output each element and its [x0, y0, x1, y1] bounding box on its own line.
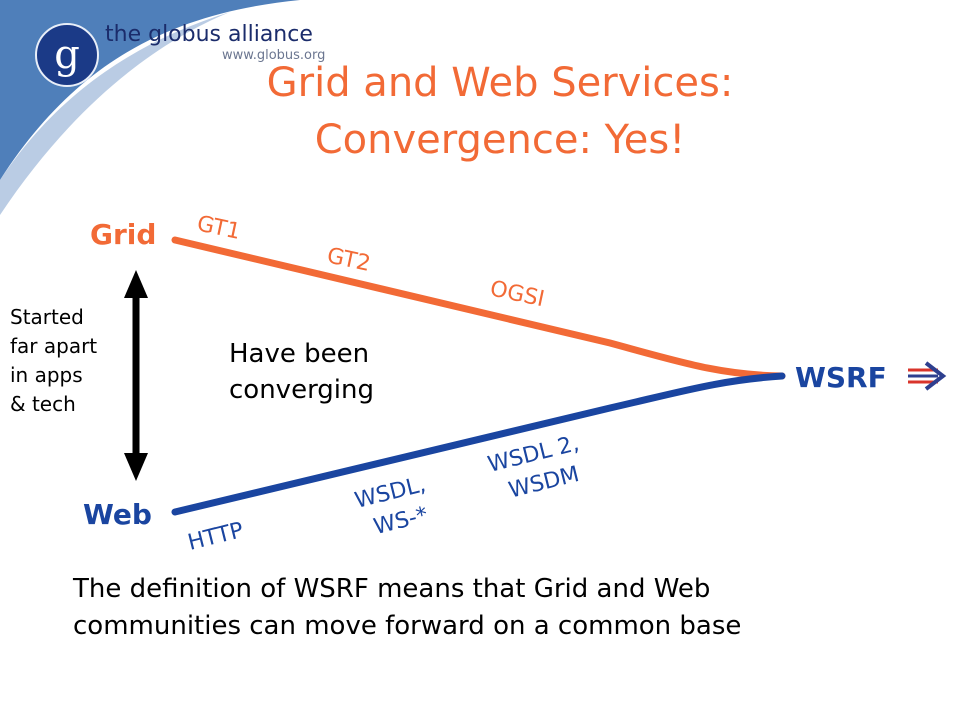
milestone-http: HTTP [185, 518, 246, 556]
side-note: Started far apart in apps & tech [10, 303, 97, 419]
web-label: Web [83, 498, 152, 531]
footer-line1: The definition of WSRF means that Grid a… [73, 574, 711, 604]
side-note-line: & tech [10, 392, 76, 416]
grid-label: Grid [90, 218, 156, 251]
side-note-line: in apps [10, 363, 83, 387]
footer-line2: communities can move forward on a common… [73, 611, 742, 641]
milestone-wsdl2: WSDL 2, WSDM [485, 431, 581, 503]
milestone-ogsi: OGSI [488, 276, 547, 312]
brand-name: the globus alliance [105, 22, 313, 47]
title-line2: Convergence: Yes! [314, 117, 686, 163]
wsrf-arrow-icon [908, 361, 947, 391]
title-line1: Grid and Web Services: [266, 60, 734, 106]
converging-note: Have been converging [229, 336, 374, 408]
milestone-wsdl: WSDL, WS-* [352, 472, 430, 540]
globus-logo-icon: g [35, 23, 99, 87]
milestone-gt1: GT1 [195, 211, 243, 245]
converging-note-line: converging [229, 375, 375, 405]
brand-url: www.globus.org [222, 48, 326, 63]
side-note-line: far apart [10, 334, 98, 358]
side-note-line: Started [10, 305, 84, 329]
logo-letter: g [54, 32, 80, 78]
double-arrow-icon [124, 270, 148, 481]
converging-note-line: Have been [229, 339, 370, 369]
web-line [171, 372, 786, 516]
wsrf-label: WSRF [795, 361, 887, 394]
milestone-gt2: GT2 [325, 243, 373, 277]
footer-statement: The definition of WSRF means that Grid a… [73, 571, 741, 645]
